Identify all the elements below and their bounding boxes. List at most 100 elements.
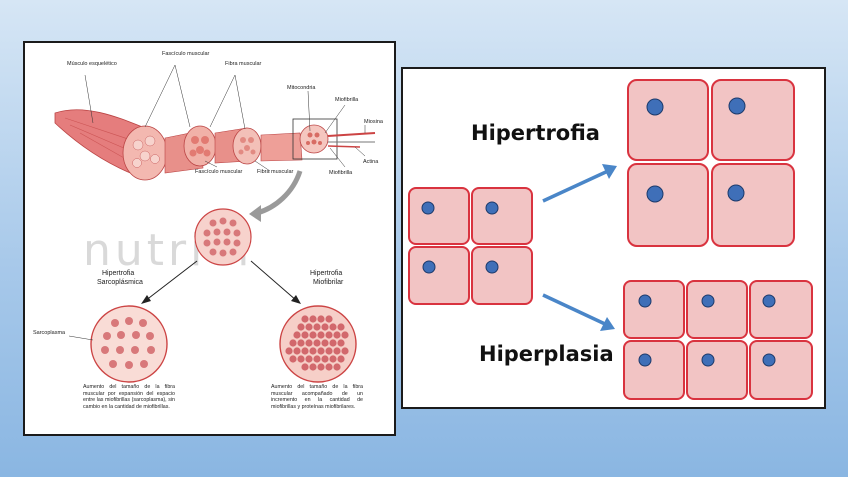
myofibril-dot — [337, 355, 345, 363]
label-miosina: Miosina — [364, 119, 384, 125]
myofibril-dot — [293, 347, 301, 355]
hypertrophy-cell-group — [627, 79, 795, 247]
myofibril-dot — [341, 331, 349, 339]
large-cell — [711, 163, 795, 247]
myofibril-dot — [309, 315, 317, 323]
sarco-description: Aumento del tamaño de la fibra muscular … — [83, 384, 175, 410]
label-mitocondria: Mitocondria — [287, 85, 316, 91]
cell — [686, 340, 748, 400]
myofibril-dot — [333, 347, 341, 355]
hypertrophy-hyperplasia-panel: Hipertrofia Hiperplasia — [401, 67, 826, 409]
large-cell — [627, 163, 709, 247]
myofibril-dot — [285, 347, 293, 355]
myofibril-dot — [329, 339, 337, 347]
label-fibra-top: Fibra muscular — [225, 61, 262, 67]
nucleus — [422, 260, 436, 274]
nucleus — [762, 294, 776, 308]
cell — [686, 280, 748, 339]
arrow-to-hyperplasia — [542, 293, 615, 331]
nucleus — [701, 353, 715, 367]
myofibril-dot — [301, 347, 309, 355]
myofibril-dot — [333, 363, 341, 371]
myofibril-dot — [297, 355, 305, 363]
central-myofibrils — [203, 217, 241, 257]
cell — [623, 340, 685, 400]
myofibril-dot — [305, 355, 313, 363]
hipertrofia-label: Hipertrofia — [471, 121, 600, 145]
cell — [471, 187, 533, 245]
cell — [408, 187, 470, 245]
miofib-description: Aumento del tamaño de la fibra muscular … — [271, 384, 363, 410]
nucleus — [762, 353, 776, 367]
nucleus — [638, 353, 652, 367]
myofibril-dot — [305, 339, 313, 347]
zoom-box — [292, 118, 338, 160]
myofibril-dot — [309, 363, 317, 371]
myofibril-dot — [305, 323, 313, 331]
muscle-structure-panel: nutriol — [23, 41, 396, 436]
myofibril-dot — [309, 347, 317, 355]
miofib-title-line: Hipertrofia — [310, 270, 342, 277]
myofibril-dot — [325, 331, 333, 339]
nucleus — [728, 97, 746, 115]
cell — [749, 280, 813, 339]
hyperplasia-cell-group — [623, 280, 813, 400]
svg-text:Miofibrilar: Miofibrilar — [313, 279, 344, 286]
myofibril-dot — [297, 339, 305, 347]
myofibril-dot — [313, 323, 321, 331]
myofibril-dot — [297, 323, 305, 331]
arrow-to-hypertrophy — [542, 164, 617, 203]
nucleus — [646, 98, 664, 116]
large-cell — [711, 79, 795, 161]
nucleus — [646, 185, 664, 203]
central-fiber — [194, 208, 252, 266]
nucleus — [485, 260, 499, 274]
myofibril-dot — [321, 355, 329, 363]
cell — [471, 246, 533, 305]
myofibril-dot — [325, 347, 333, 355]
myofibril-dot — [293, 331, 301, 339]
nucleus — [421, 201, 435, 215]
cell — [408, 246, 470, 305]
sarcoplasmic-myofibrils — [101, 317, 155, 369]
label-fibra-bottom: Fibra muscular — [257, 169, 294, 175]
cell — [623, 280, 685, 339]
myofibril-dot — [289, 355, 297, 363]
myofibril-dot — [329, 355, 337, 363]
cell-comparison-illustration — [408, 79, 813, 400]
hiperplasia-label: Hiperplasia — [479, 342, 614, 366]
myofibril-dot — [337, 339, 345, 347]
cell — [749, 340, 813, 400]
label-sarcoplasma: Sarcoplasma — [33, 330, 66, 336]
myofibril-dot — [333, 331, 341, 339]
myofibril-dot — [301, 315, 309, 323]
nucleus — [701, 294, 715, 308]
nucleus — [638, 294, 652, 308]
myofibril-dot — [329, 323, 337, 331]
muscle-structure-illustration: nutriol — [33, 51, 384, 383]
label-fasciculo-bottom: Fascículo muscular — [195, 169, 243, 175]
myofibril-dot — [325, 315, 333, 323]
myofibril-dot — [341, 347, 349, 355]
myofibril-dot — [309, 331, 317, 339]
myofibril-dot — [321, 323, 329, 331]
myofibril-dot — [317, 363, 325, 371]
label-actina: Actina — [363, 159, 379, 165]
myofibril-dot — [313, 355, 321, 363]
myofibril-dot — [317, 331, 325, 339]
myofibril-dot — [301, 363, 309, 371]
myofibril-dot — [325, 363, 333, 371]
nucleus — [727, 184, 745, 202]
sarco-title-line: Hipertrofia — [102, 270, 134, 277]
myofibrillar-myofibrils — [285, 315, 349, 371]
myofibril-dot — [289, 339, 297, 347]
myofibril-dot — [337, 323, 345, 331]
myofibril-dot — [321, 339, 329, 347]
label-miofibrilla-top: Miofibrilla — [335, 97, 359, 103]
svg-text:Sarcoplásmica: Sarcoplásmica — [97, 279, 143, 286]
myofibril-dot — [317, 347, 325, 355]
myofibril-dot — [301, 331, 309, 339]
zoom-arrow — [256, 170, 303, 216]
original-cell-group — [408, 187, 533, 305]
nucleus — [485, 201, 499, 215]
